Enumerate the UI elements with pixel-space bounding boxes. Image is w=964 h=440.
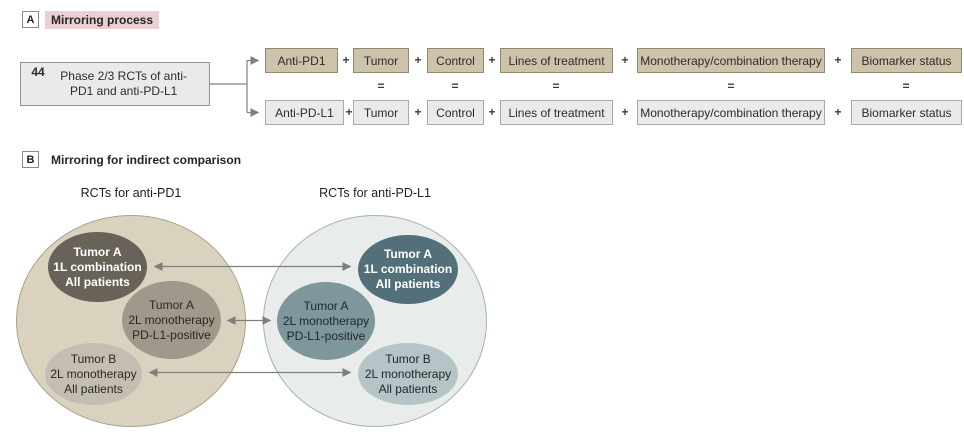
bottom-row-control-box: Control (427, 100, 484, 125)
top-row-control-box: Control (427, 48, 484, 73)
plus-operator: + (621, 53, 629, 67)
left-trial-tumor-b-2l: Tumor B 2L monotherapy All patients (45, 343, 142, 405)
right-trial-tumor-a-1l: Tumor A 1L combination All patients (358, 235, 458, 304)
bottom-row-therapy-box: Monotherapy/combination therapy (637, 100, 825, 125)
bottom-row-lines-box: Lines of treatment (500, 100, 613, 125)
right-circle-title: RCTs for anti-PD-L1 (319, 186, 431, 200)
left-trial-tumor-a-2l: Tumor A 2L monotherapy PD-L1-positive (122, 281, 221, 359)
plus-operator: + (488, 105, 496, 119)
right-trial-tumor-b-2l: Tumor B 2L monotherapy All patients (358, 343, 458, 405)
plus-operator: + (345, 105, 353, 119)
equals-operator: = (451, 79, 459, 93)
top-row-lines-box: Lines of treatment (500, 48, 613, 73)
plus-operator: + (342, 53, 350, 67)
panel-a-label: A (22, 11, 39, 28)
plus-operator: + (414, 53, 422, 67)
plus-operator: + (834, 53, 842, 67)
equals-operator: = (377, 79, 385, 93)
plus-operator: + (621, 105, 629, 119)
branch-connector-line (210, 60, 248, 113)
source-rct-box: 44 Phase 2/3 RCTs of anti-PD1 and anti-P… (20, 62, 210, 106)
right-trial-tumor-a-2l: Tumor A 2L monotherapy PD-L1-positive (277, 282, 375, 360)
bottom-row-tumor-box: Tumor (353, 100, 409, 125)
equals-operator: = (727, 79, 735, 93)
panel-b-title: Mirroring for indirect comparison (51, 153, 242, 167)
source-rct-count: 44 (31, 65, 45, 79)
bottom-row-drug-box: Anti-PD-L1 (265, 100, 344, 125)
left-trial-tumor-a-1l: Tumor A 1L combination All patients (48, 232, 147, 302)
panel-b-label: B (22, 151, 39, 168)
plus-operator: + (834, 105, 842, 119)
source-rct-text: Phase 2/3 RCTs of anti-PD1 and anti-PD-L… (60, 69, 188, 98)
panel-a-title: Mirroring process (45, 11, 160, 29)
plus-operator: + (414, 105, 422, 119)
bottom-row-biomarker-box: Biomarker status (851, 100, 962, 125)
top-row-drug-box: Anti-PD1 (265, 48, 338, 73)
top-row-therapy-box: Monotherapy/combination therapy (637, 48, 825, 73)
left-circle-title: RCTs for anti-PD1 (80, 186, 182, 200)
equals-operator: = (902, 79, 910, 93)
plus-operator: + (488, 53, 496, 67)
top-row-biomarker-box: Biomarker status (851, 48, 962, 73)
top-row-tumor-box: Tumor (353, 48, 409, 73)
equals-operator: = (552, 79, 560, 93)
